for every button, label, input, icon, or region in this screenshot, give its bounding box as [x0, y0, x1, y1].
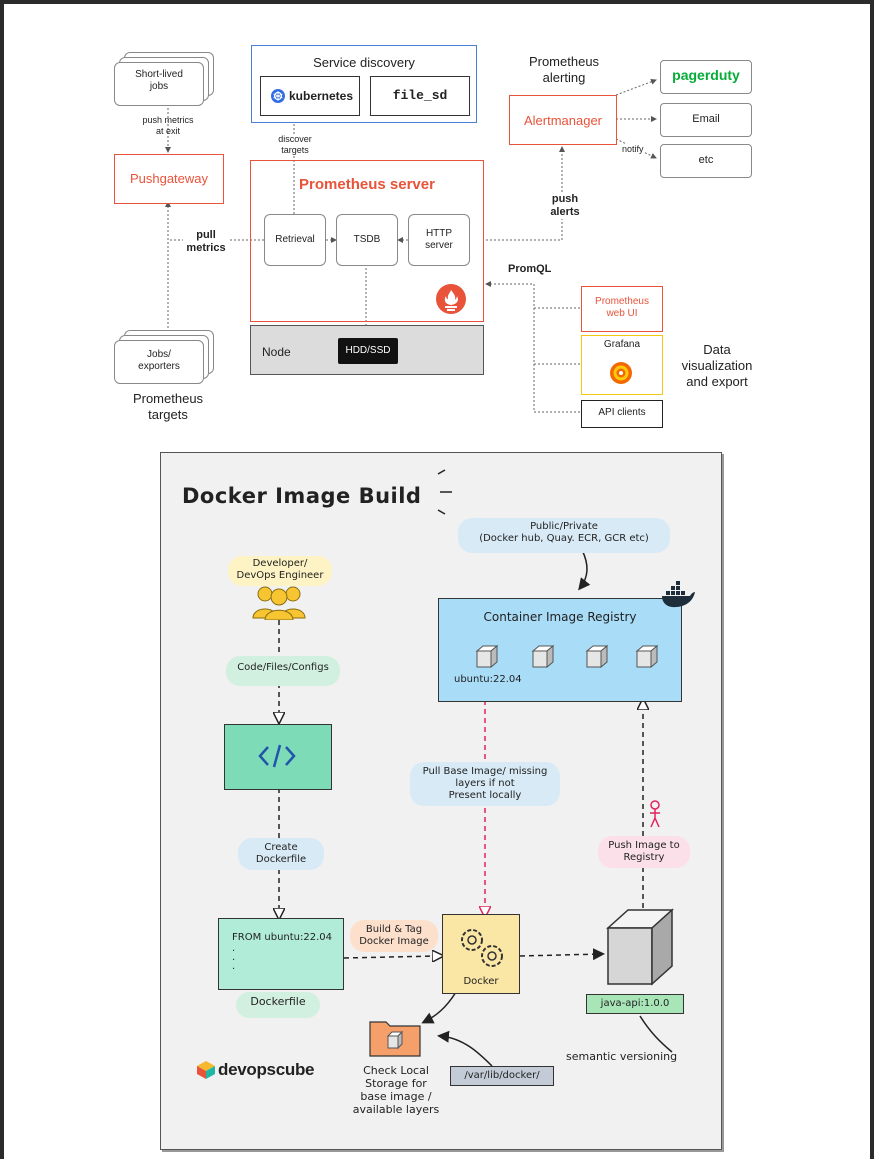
- file-sd-label: file_sd: [392, 88, 448, 103]
- prometheus-server-box: [250, 160, 484, 322]
- cube-icon: [474, 644, 500, 670]
- data-visualization-label: Data visualization and export: [681, 342, 753, 389]
- registry-tag: ubuntu:22.04: [454, 674, 522, 685]
- email-box: [660, 103, 752, 137]
- image-cube-icon: [604, 906, 676, 988]
- devopscube-brand: devopscube: [218, 1060, 315, 1079]
- dockerfile-label: Dockerfile: [236, 992, 320, 1018]
- code-files-note: Code/Files/Configs: [226, 656, 340, 686]
- people-icon: [250, 584, 308, 621]
- prometheus-targets-label: Prometheus targets: [132, 391, 204, 422]
- alertmanager-box: [509, 95, 617, 145]
- registry-title: Container Image Registry: [483, 610, 637, 624]
- prometheus-web-ui-label: Prometheus web UI: [595, 296, 649, 319]
- kubernetes-icon: [271, 89, 285, 103]
- short-lived-jobs-box: [114, 62, 204, 106]
- gears-icon: [454, 924, 508, 970]
- prometheus-web-ui-box: [581, 286, 663, 332]
- pull-base-note: Pull Base Image/ missing layers if not P…: [410, 762, 560, 806]
- person-icon: [648, 800, 662, 828]
- cube-icon: [584, 644, 610, 670]
- var-lib-docker-path: /var/lib/docker/: [450, 1066, 554, 1086]
- window-frame-right: [870, 0, 874, 1159]
- java-api-tag: java-api:1.0.0: [586, 994, 684, 1014]
- public-private-note: Public/Private (Docker hub, Quay. ECR, G…: [458, 518, 670, 553]
- hdd-ssd-label: HDD/SSD: [345, 345, 391, 356]
- http-server-label: HTTP server: [425, 228, 453, 251]
- check-local-label: Check Local Storage for base image / ava…: [352, 1064, 440, 1116]
- api-clients-box: [581, 400, 663, 428]
- push-image-note: Push Image to Registry: [598, 836, 690, 868]
- file-sd-box: [370, 76, 470, 116]
- semantic-versioning-label: semantic versioning: [566, 1050, 678, 1063]
- developer-label: Developer/ DevOps Engineer: [228, 556, 332, 586]
- push-alerts-label: push alerts: [540, 193, 590, 219]
- api-clients-label: API clients: [598, 407, 646, 418]
- pushgateway-label: Pushgateway: [129, 171, 209, 186]
- cube-icon: [530, 644, 556, 670]
- email-label: Email: [692, 113, 720, 125]
- dockerfile-dots: . . .: [232, 943, 236, 972]
- etc-box: [660, 144, 752, 178]
- etc-label: etc: [698, 154, 714, 166]
- docker-engine-box: [442, 914, 520, 994]
- dockerfile-box: [218, 918, 344, 990]
- notify-label: notify: [622, 144, 644, 154]
- window-frame-left: [0, 0, 4, 1159]
- short-lived-jobs-label: Short-lived jobs: [135, 69, 183, 92]
- http-server-box: [408, 214, 470, 266]
- jobs-exporters-label: Jobs/ exporters: [138, 349, 180, 372]
- prometheus-flame-icon: [436, 284, 466, 314]
- folder-icon: [368, 1016, 422, 1058]
- retrieval-box: [264, 214, 326, 266]
- kubernetes-label: kubernetes: [289, 89, 354, 103]
- prometheus-alerting-label: Prometheus alerting: [528, 54, 600, 85]
- discover-targets-label: discover targets: [270, 134, 320, 156]
- node-label: Node: [262, 345, 291, 359]
- devopscube-logo: [196, 1060, 216, 1080]
- docker-title: Docker Image Build: [182, 484, 422, 508]
- grafana-icon: [608, 360, 634, 386]
- pull-metrics-label: pull metrics: [183, 229, 229, 255]
- window-frame-top: [0, 0, 874, 4]
- code-icon: [258, 742, 296, 770]
- service-discovery-title: Service discovery: [313, 55, 415, 70]
- docker-whale-icon: [660, 580, 696, 610]
- pagerduty-box: [660, 60, 752, 94]
- hdd-ssd-box: [338, 338, 398, 364]
- tsdb-label: TSDB: [353, 234, 381, 245]
- alertmanager-label: Alertmanager: [523, 113, 603, 128]
- docker-engine-label: Docker: [463, 976, 499, 987]
- promql-label: PromQL: [508, 263, 552, 275]
- retrieval-label: Retrieval: [275, 234, 315, 245]
- pushgateway-box: [114, 154, 224, 204]
- build-tag-note: Build & Tag Docker Image: [350, 920, 438, 952]
- create-dockerfile-note: Create Dockerfile: [238, 838, 324, 870]
- dockerfile-from-line: FROM ubuntu:22.04: [232, 932, 332, 943]
- grafana-label: Grafana: [603, 339, 641, 350]
- push-metrics-label: push metrics at exit: [142, 115, 194, 136]
- tsdb-box: [336, 214, 398, 266]
- pagerduty-label: pagerduty: [672, 67, 740, 83]
- prometheus-server-title: Prometheus server: [299, 176, 435, 193]
- cube-icon: [634, 644, 660, 670]
- jobs-exporters-box: [114, 340, 204, 384]
